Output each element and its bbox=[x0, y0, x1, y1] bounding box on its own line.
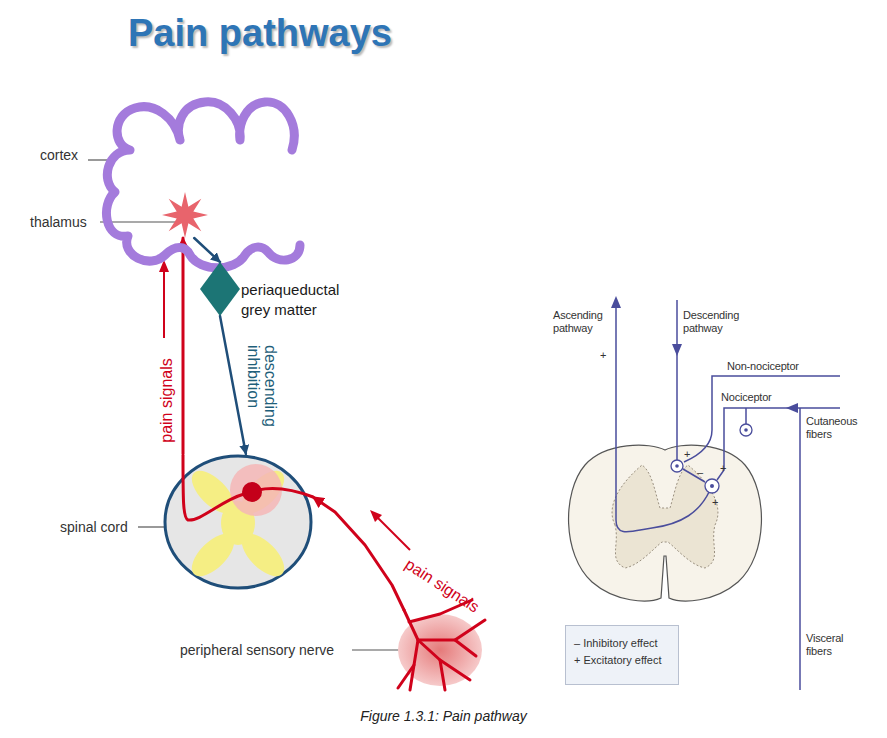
pag-diamond bbox=[200, 262, 240, 316]
part-label: Cutaneous fibers bbox=[806, 415, 860, 441]
effect-sign: + bbox=[684, 448, 690, 461]
thalamus-star bbox=[162, 192, 208, 238]
nerve-outline bbox=[395, 610, 485, 690]
visceral-fiber bbox=[799, 408, 801, 690]
part-label: Descending pathway bbox=[683, 309, 747, 335]
structure-label: periaqueductal grey matter bbox=[241, 280, 366, 320]
figure-caption: Figure 1.3.1: Pain pathway bbox=[0, 707, 887, 725]
legend-text: – Inhibitory effect bbox=[574, 637, 658, 649]
cortex-outline bbox=[106, 102, 300, 268]
pag-shape: periaqueductal grey matter bbox=[200, 262, 240, 316]
part-label: Non-nociceptor bbox=[727, 360, 799, 373]
structure-label: spinal cord bbox=[60, 519, 128, 535]
ganglion-cell bbox=[740, 424, 752, 436]
leader-line bbox=[352, 649, 400, 650]
tract-arrowhead bbox=[611, 296, 621, 308]
signal-connector bbox=[220, 316, 246, 454]
part-label: Ascending pathway bbox=[553, 309, 609, 335]
pain-fiber bbox=[183, 455, 244, 520]
edge-label: pain signals bbox=[402, 555, 482, 615]
nerve-branch bbox=[398, 665, 414, 688]
legend-text: + Excitatory effect bbox=[574, 654, 662, 666]
ascending-tract bbox=[616, 304, 710, 532]
pain-fiber bbox=[258, 489, 313, 497]
cell-nucleus bbox=[710, 484, 714, 488]
interneuron-cell bbox=[671, 460, 683, 472]
signal-connector bbox=[313, 497, 404, 610]
nerve-branch bbox=[418, 620, 485, 640]
fiber-arrowhead bbox=[786, 403, 798, 413]
edge-label: pain signals bbox=[157, 358, 174, 443]
structure-label: peripheral sensory nerve bbox=[180, 642, 334, 658]
effect-sign: + bbox=[720, 462, 726, 475]
structure-label: cortex bbox=[40, 147, 78, 163]
nerve-branch bbox=[455, 640, 476, 656]
signal-arrow bbox=[377, 517, 410, 550]
descending-tract bbox=[676, 300, 678, 460]
effect-sign: – bbox=[697, 466, 703, 479]
spinal-cord-shape: spinal cord bbox=[163, 454, 313, 590]
cortex-shape: cortex bbox=[105, 95, 305, 275]
ganglion-stalk bbox=[745, 408, 747, 424]
effect-sign: + bbox=[712, 496, 718, 509]
nerve-branch bbox=[418, 640, 445, 690]
tract-arrowhead bbox=[672, 344, 682, 356]
grey-matter bbox=[612, 465, 718, 568]
star-outline bbox=[162, 192, 208, 238]
part-label: Visceral fibers bbox=[806, 632, 852, 658]
nerve-branch bbox=[440, 660, 470, 680]
leader-line bbox=[138, 526, 166, 527]
projection-cell bbox=[705, 479, 719, 493]
thalamus-shape: thalamus bbox=[162, 192, 208, 238]
cell-nucleus bbox=[744, 428, 748, 432]
signal-arrow bbox=[163, 270, 165, 338]
grey-matter-butterfly bbox=[185, 464, 292, 584]
figure-title: Pain pathways bbox=[128, 10, 392, 56]
spinal-cord-oval bbox=[165, 456, 311, 588]
signal-connector bbox=[182, 238, 185, 454]
edge-label: descending inhibition bbox=[245, 345, 279, 445]
signal-arrowhead bbox=[370, 510, 382, 522]
cell-nucleus bbox=[675, 464, 679, 468]
legend-entry: + Excitatory effect bbox=[574, 652, 670, 669]
legend-box: – Inhibitory effect + Excitatory effect bbox=[565, 625, 679, 685]
nerve-shape: peripheral sensory nerve bbox=[395, 610, 485, 690]
legend-entry: – Inhibitory effect bbox=[574, 635, 670, 652]
structure-label: thalamus bbox=[30, 214, 87, 230]
cord-outline bbox=[163, 454, 313, 590]
cord-cross-section bbox=[569, 445, 762, 601]
synapse-dot bbox=[242, 482, 262, 502]
effect-sign: + bbox=[600, 349, 606, 362]
diamond-outline bbox=[200, 262, 240, 316]
part-label: Nociceptor bbox=[721, 391, 772, 404]
brain-outline bbox=[105, 95, 305, 275]
